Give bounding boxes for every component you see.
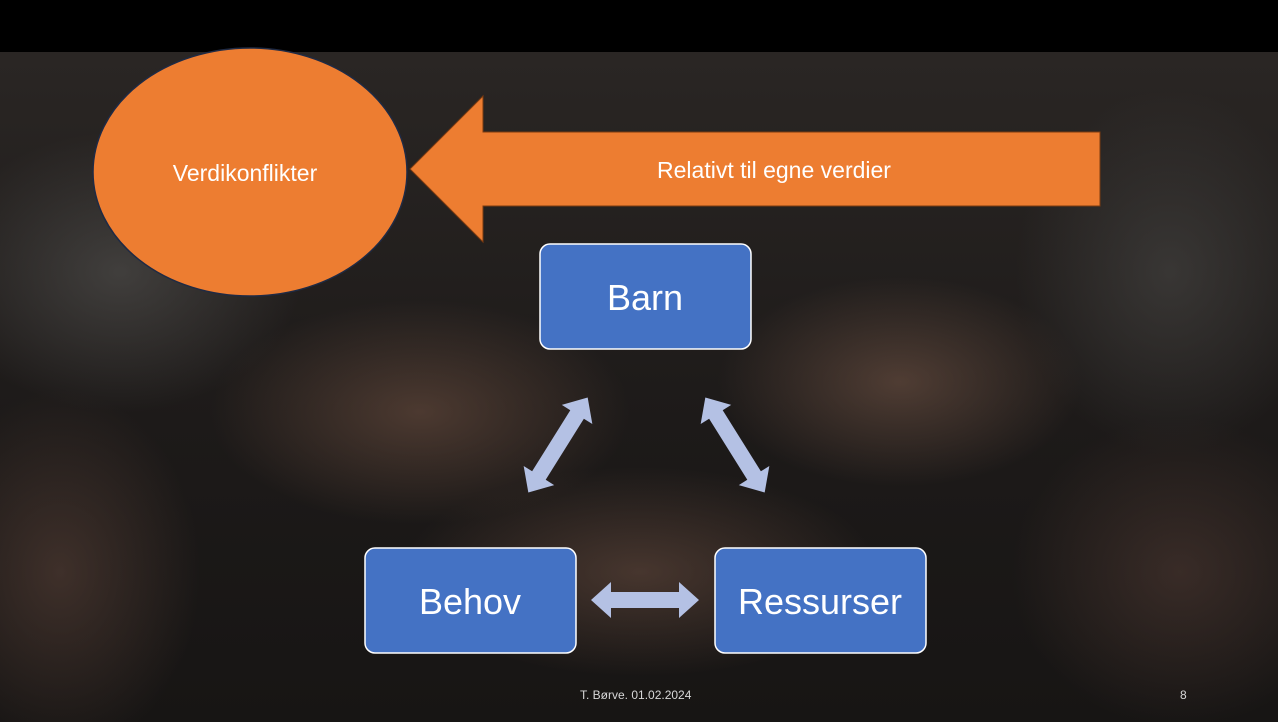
conflict-ellipse xyxy=(92,47,408,297)
node-ressurser xyxy=(714,547,927,654)
slide-number: 8 xyxy=(1180,688,1187,702)
value-arrow xyxy=(409,94,1101,244)
node-barn xyxy=(539,243,752,350)
node-ressurser-label: Ressurser xyxy=(738,581,902,622)
connector-barn-behov xyxy=(523,397,593,493)
connector-barn-ressurser xyxy=(700,397,770,493)
node-barn-label: Barn xyxy=(607,277,683,318)
connector-behov-ressurser xyxy=(591,582,699,618)
node-behov xyxy=(364,547,577,654)
arrow-label: Relativt til egne verdier xyxy=(657,157,891,183)
footer-text: T. Børve. 01.02.2024 xyxy=(580,688,692,702)
footer: T. Børve. 01.02.2024 8 xyxy=(0,688,1278,708)
node-behov-label: Behov xyxy=(419,581,521,622)
ellipse-label: Verdikonflikter xyxy=(173,160,318,186)
